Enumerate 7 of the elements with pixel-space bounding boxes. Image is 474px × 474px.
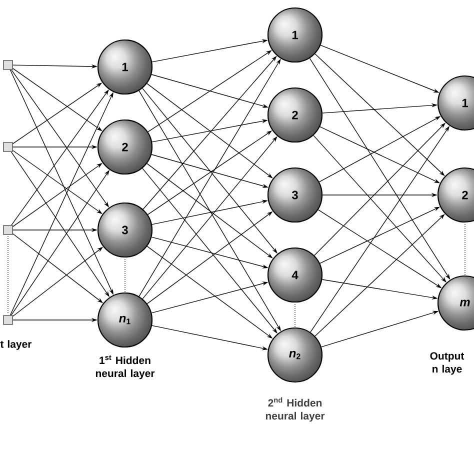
input-square — [3, 315, 13, 325]
input-square — [3, 225, 13, 235]
input-square — [3, 142, 13, 152]
layer-label: Output n laye — [430, 352, 464, 375]
layer-label: t layer — [0, 340, 32, 350]
input-square — [3, 60, 13, 70]
layer-label: 2$^{nd}$ Hidden neural layer — [266, 397, 325, 422]
